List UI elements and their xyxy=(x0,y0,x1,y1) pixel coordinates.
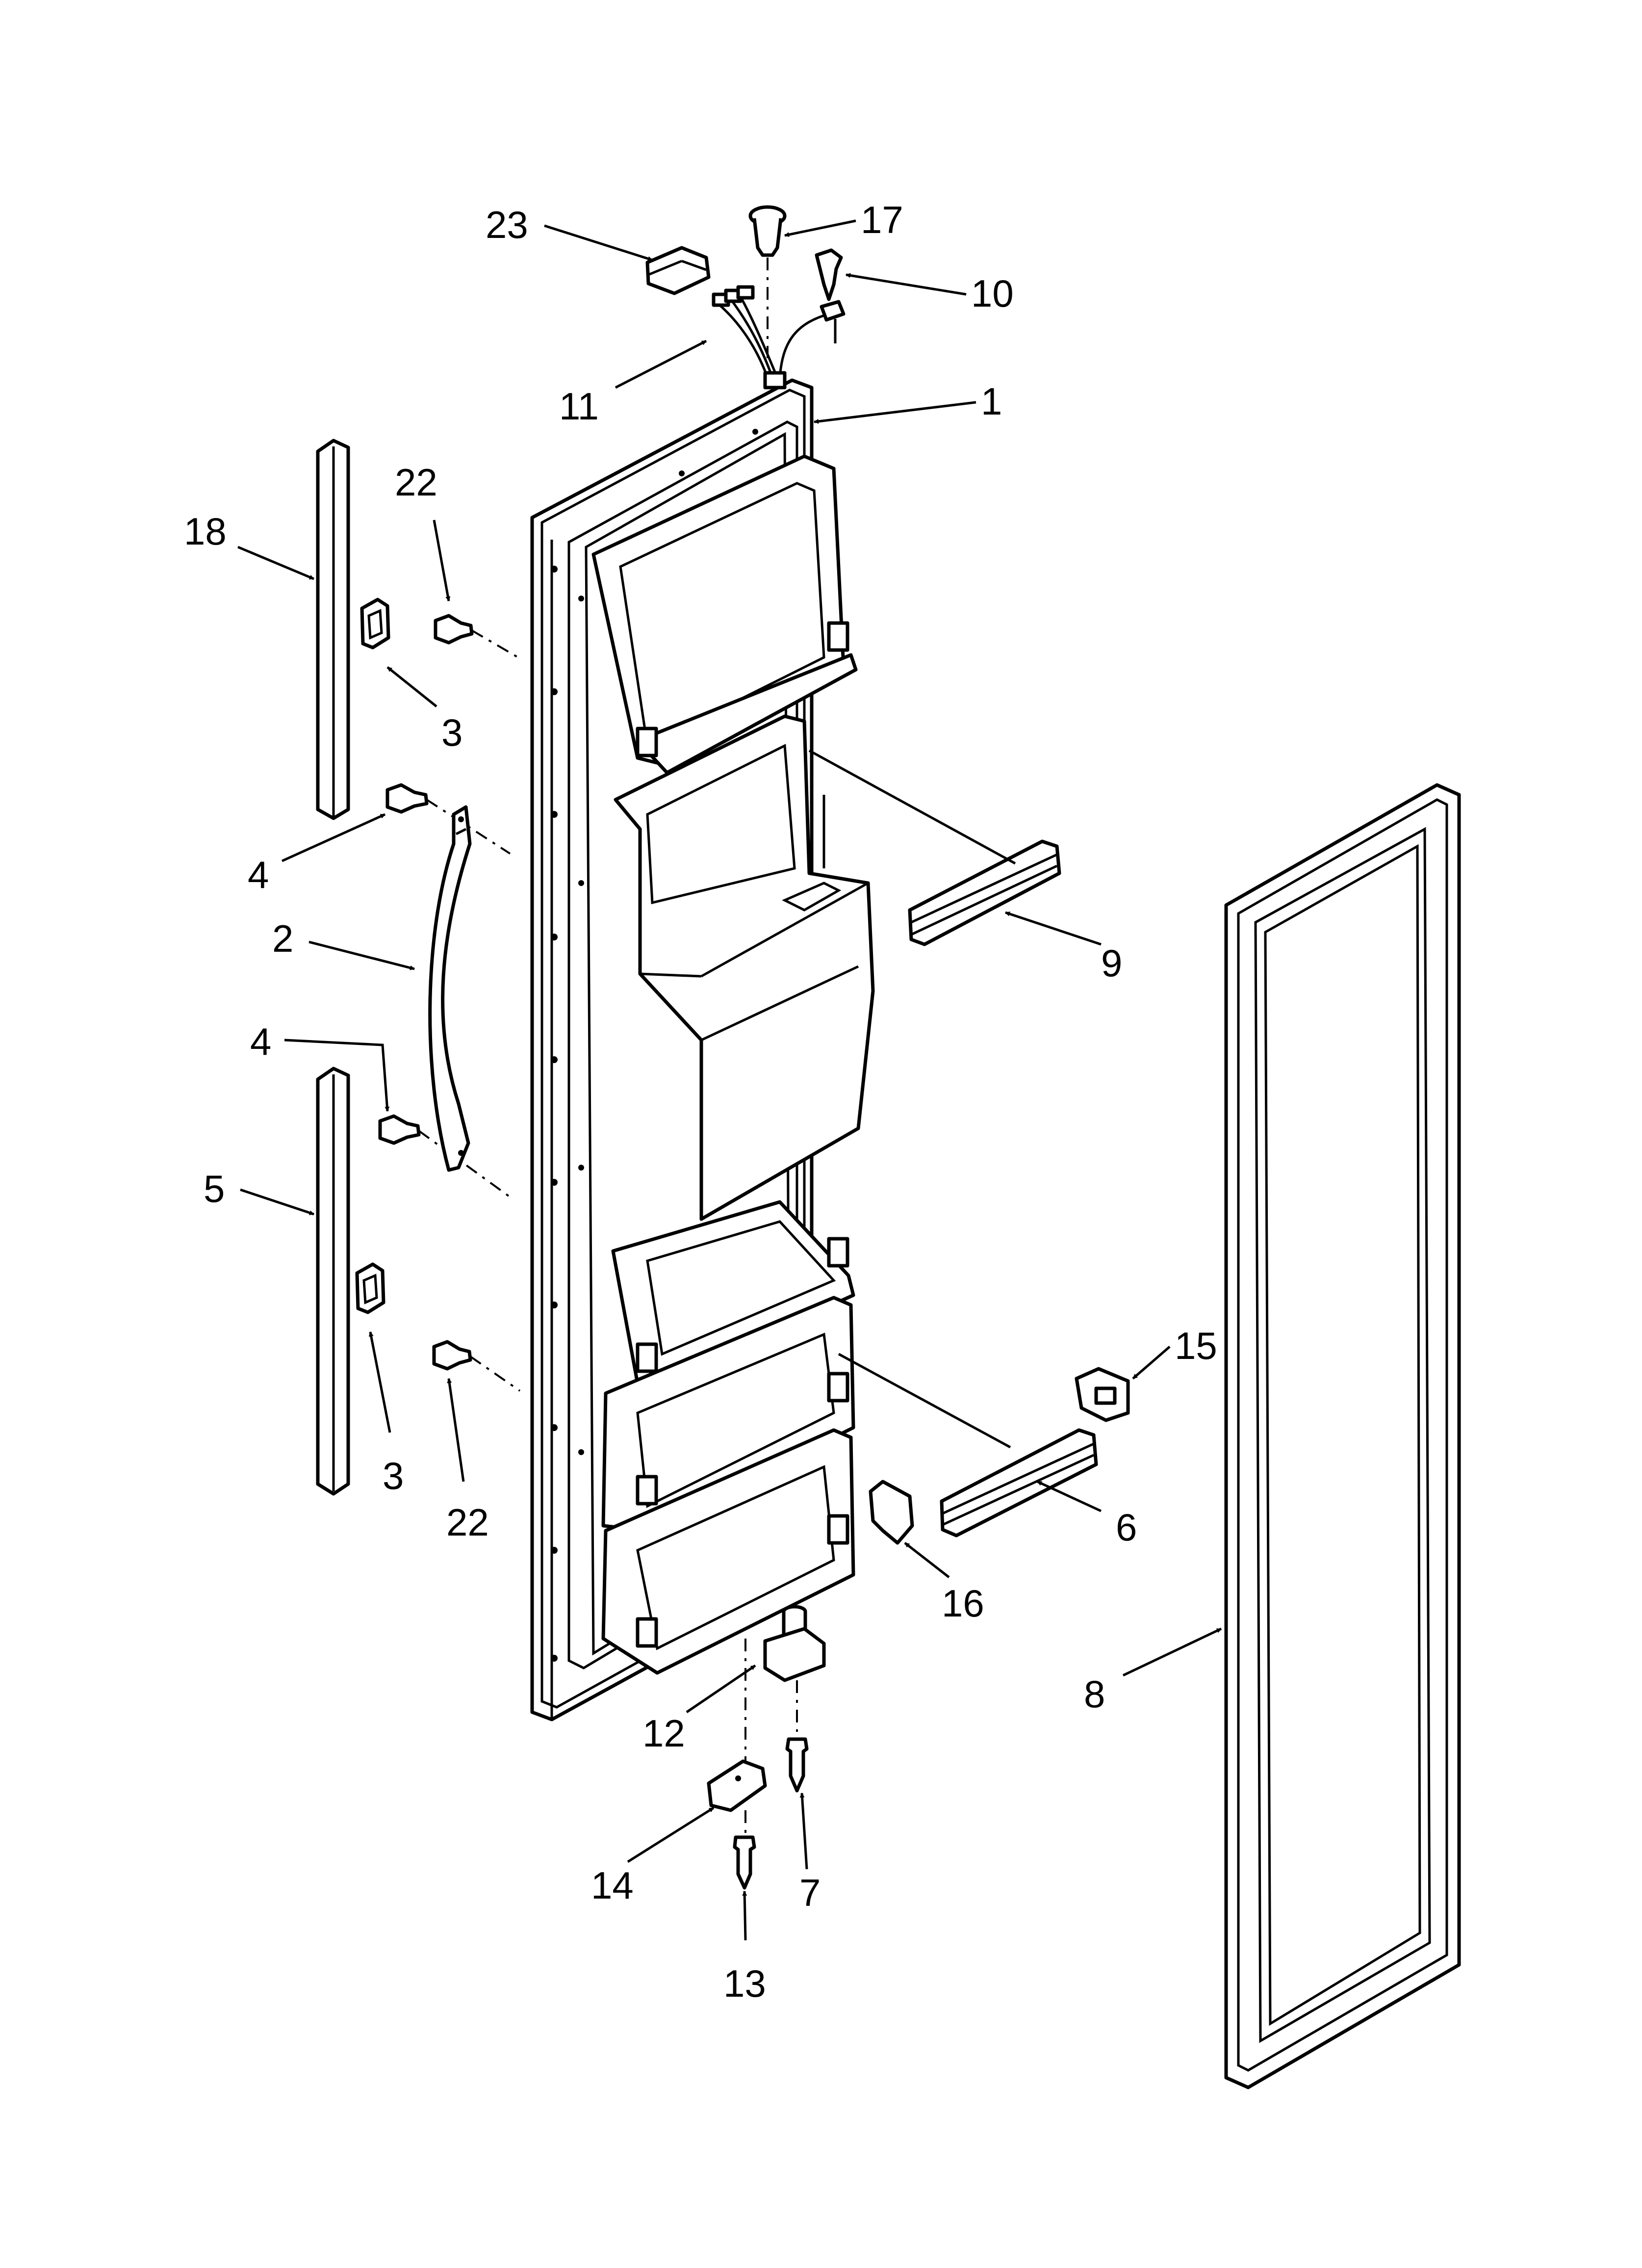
lower-door-bin-1 xyxy=(611,1200,855,1390)
upper-trim-strip-18 xyxy=(316,439,350,820)
callout-13: 13 xyxy=(723,1962,766,2005)
clip-15 xyxy=(1075,1367,1130,1422)
dispenser-housing xyxy=(614,702,875,1221)
wire-harness xyxy=(712,285,829,390)
callout-labels: 23 17 10 11 1 22 18 3 4 2 9 4 5 15 3 22 … xyxy=(184,198,1217,2005)
lower-door-bin-3 xyxy=(601,1428,855,1675)
screw-13 xyxy=(733,1810,756,1890)
screw-4-upper xyxy=(385,783,511,855)
door-mounting-holes xyxy=(551,429,758,1662)
callout-18: 18 xyxy=(184,510,227,553)
callout-3-upper: 3 xyxy=(441,711,462,754)
door-gasket xyxy=(1224,783,1461,2089)
callout-1: 1 xyxy=(981,380,1002,423)
callout-4-upper: 4 xyxy=(248,853,269,896)
trim-clip-upper xyxy=(360,598,390,650)
callout-5: 5 xyxy=(204,1167,225,1210)
light-socket xyxy=(748,205,787,358)
clip-16 xyxy=(869,1480,914,1545)
callout-17: 17 xyxy=(861,198,903,241)
callout-4-lower: 4 xyxy=(250,1020,271,1063)
callout-3-lower: 3 xyxy=(383,1454,404,1497)
door-handle xyxy=(428,805,472,1172)
screw-22-upper xyxy=(434,614,523,661)
screw-7 xyxy=(785,1680,809,1793)
trim-clip-lower xyxy=(355,1262,385,1314)
callout-11: 11 xyxy=(559,385,599,428)
connector-block xyxy=(645,246,711,295)
callout-8: 8 xyxy=(1084,1672,1105,1716)
hinge-bracket-12 xyxy=(744,1605,826,1766)
callout-14: 14 xyxy=(591,1864,634,1907)
callout-9: 9 xyxy=(1101,941,1122,985)
screw-4-lower xyxy=(378,1114,511,1198)
shelf-rail-9 xyxy=(808,749,1061,946)
callout-22-upper: 22 xyxy=(395,461,437,504)
callout-16: 16 xyxy=(942,1582,984,1625)
leader-lines xyxy=(237,219,1222,1941)
callout-22-lower: 22 xyxy=(446,1501,489,1544)
upper-door-bin xyxy=(591,454,858,775)
callout-10: 10 xyxy=(971,272,1014,315)
hinge-plate-14 xyxy=(707,1759,767,1812)
callout-23: 23 xyxy=(486,203,528,246)
lower-door-bin-2 xyxy=(601,1296,855,1533)
callout-12: 12 xyxy=(642,1712,685,1755)
callout-2: 2 xyxy=(272,917,293,960)
callout-15: 15 xyxy=(1175,1324,1217,1367)
lower-trim-strip-5 xyxy=(316,1067,350,1496)
screw-10 xyxy=(815,248,846,343)
callout-6: 6 xyxy=(1116,1506,1137,1549)
callout-7: 7 xyxy=(799,1871,821,1914)
shelf-rail-6 xyxy=(838,1353,1098,1538)
screw-22-lower xyxy=(432,1340,521,1392)
